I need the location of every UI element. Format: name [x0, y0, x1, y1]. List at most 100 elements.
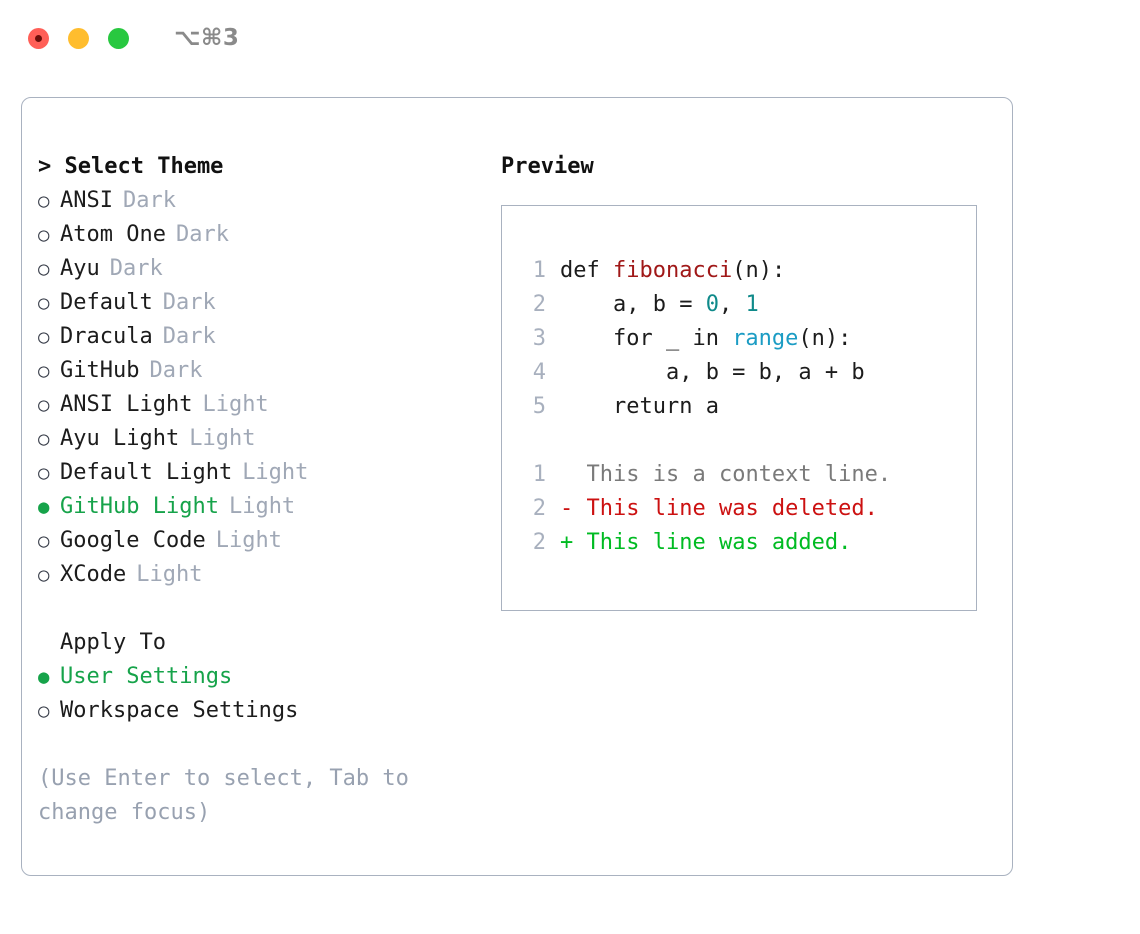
- radio-unselected-icon[interactable]: ○: [38, 190, 50, 212]
- radio-unselected-icon[interactable]: ○: [38, 360, 50, 382]
- title-bar: ⌥⌘3: [0, 0, 1140, 76]
- code-line: 2 a, b = 0, 1: [522, 288, 976, 322]
- theme-option-variant: Light: [189, 426, 256, 451]
- apply-to-list: ● User Settings ○ Workspace Settings: [38, 660, 478, 728]
- radio-unselected-icon[interactable]: ○: [38, 394, 50, 416]
- radio-unselected-icon[interactable]: ○: [38, 462, 50, 484]
- radio-selected-icon[interactable]: ●: [38, 496, 50, 518]
- keyboard-hint: (Use Enter to select, Tab to change focu…: [38, 766, 409, 825]
- radio-selected-icon[interactable]: ●: [38, 666, 50, 688]
- diff-line-text: This line was deleted.: [586, 496, 878, 521]
- theme-option-variant: Light: [228, 494, 296, 519]
- radio-unselected-icon[interactable]: ○: [38, 700, 50, 722]
- theme-option-label: XCode: [60, 562, 127, 587]
- code-token: 0: [705, 292, 719, 317]
- radio-unselected-icon[interactable]: ○: [38, 428, 50, 450]
- code-token: fibonacci: [612, 258, 733, 283]
- radio-unselected-icon[interactable]: ○: [38, 326, 50, 348]
- theme-option-label: Atom One: [60, 222, 166, 247]
- theme-option[interactable]: ○ ANSI Light Light: [38, 388, 478, 422]
- theme-option-label: Default Light: [60, 460, 233, 485]
- apply-to-option[interactable]: ○ Workspace Settings: [38, 694, 478, 728]
- theme-option-label: Ayu Light: [60, 426, 180, 451]
- theme-option[interactable]: ○ Default Dark: [38, 286, 478, 320]
- diff-sample: 1 This is a context line.2- This line wa…: [522, 458, 976, 560]
- close-button[interactable]: [28, 27, 49, 49]
- theme-option-label: ANSI Light: [60, 392, 193, 417]
- radio-unselected-icon[interactable]: ○: [38, 258, 50, 280]
- code-diff-spacer: [522, 424, 976, 458]
- code-line-content: a, b = 0, 1: [560, 288, 759, 322]
- line-number: 2: [532, 530, 546, 555]
- theme-option[interactable]: ○ Ayu Light Light: [38, 422, 478, 456]
- code-token: def: [560, 258, 613, 283]
- code-token: (n):: [732, 258, 786, 283]
- theme-option-variant: Dark: [162, 324, 216, 349]
- theme-option-variant: Dark: [162, 290, 216, 315]
- window-controls: [28, 27, 129, 49]
- minimize-button[interactable]: [68, 27, 89, 49]
- radio-unselected-icon[interactable]: ○: [38, 224, 50, 246]
- code-token: 1: [745, 292, 759, 317]
- radio-unselected-icon[interactable]: ○: [38, 564, 50, 586]
- theme-option-variant: Dark: [175, 222, 229, 247]
- theme-option-variant: Dark: [149, 358, 203, 383]
- code-line: 5 return a: [522, 390, 976, 424]
- theme-option-variant: Dark: [122, 188, 176, 213]
- theme-option[interactable]: ● GitHub Light Light: [38, 490, 478, 524]
- code-line-content: def fibonacci(n):: [560, 254, 785, 288]
- code-token: return a: [560, 394, 719, 419]
- radio-unselected-icon[interactable]: ○: [38, 292, 50, 314]
- code-token: a, b = b, a + b: [560, 360, 865, 385]
- theme-option-label: Default: [60, 290, 153, 315]
- code-line: 1 def fibonacci(n):: [522, 254, 976, 288]
- line-number: 5: [532, 394, 546, 419]
- theme-option-variant: Light: [215, 528, 282, 553]
- line-number: 1: [532, 462, 546, 487]
- code-token: ,: [718, 292, 746, 317]
- theme-option-label: GitHub Light: [60, 494, 219, 519]
- code-line-content: for _ in range(n):: [560, 322, 851, 356]
- section-spacer: [38, 592, 478, 626]
- apply-to-option-label: Workspace Settings: [60, 698, 299, 723]
- line-number: 1: [532, 258, 546, 283]
- theme-option[interactable]: ○ Ayu Dark: [38, 252, 478, 286]
- preview-heading: Preview: [501, 154, 594, 179]
- theme-option-variant: Dark: [109, 256, 163, 281]
- diff-marker: +: [560, 530, 587, 555]
- line-number: 2: [532, 292, 546, 317]
- theme-option-label: Ayu: [60, 256, 100, 281]
- apply-to-option[interactable]: ● User Settings: [38, 660, 478, 694]
- code-line-content: a, b = b, a + b: [560, 356, 865, 390]
- line-number: 4: [532, 360, 546, 385]
- theme-option-label: Dracula: [60, 324, 153, 349]
- radio-unselected-icon[interactable]: ○: [38, 530, 50, 552]
- code-token: range: [732, 326, 799, 351]
- theme-option-variant: Light: [202, 392, 269, 417]
- apply-to-heading: Apply To: [60, 630, 166, 655]
- diff-marker: [560, 458, 587, 492]
- keyboard-shortcut-label: ⌥⌘3: [174, 25, 240, 51]
- diff-line-text: This line was added.: [586, 530, 852, 555]
- maximize-button[interactable]: [108, 27, 129, 49]
- diff-line-text: This is a context line.: [586, 462, 892, 487]
- code-line-content: return a: [560, 390, 719, 424]
- theme-option[interactable]: ○ Atom One Dark: [38, 218, 478, 252]
- code-line: 3 for _ in range(n):: [522, 322, 976, 356]
- line-number: 2: [532, 496, 546, 521]
- line-number: 3: [532, 326, 546, 351]
- apply-to-option-label: User Settings: [60, 664, 233, 689]
- theme-option[interactable]: ○ Dracula Dark: [38, 320, 478, 354]
